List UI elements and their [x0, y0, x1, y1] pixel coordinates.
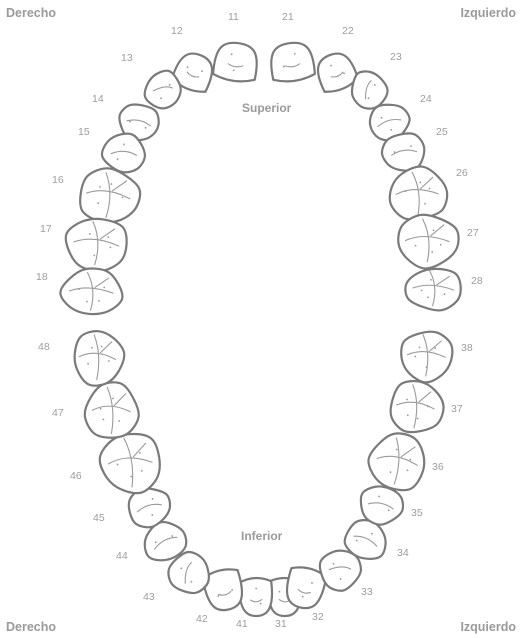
- tooth-number-16: 16: [52, 174, 64, 186]
- tooth-number-35: 35: [411, 507, 423, 519]
- tooth-number-27: 27: [467, 227, 479, 239]
- tooth-48[interactable]: [75, 331, 125, 386]
- tooth-number-34: 34: [397, 547, 409, 559]
- tooth-number-36: 36: [432, 461, 444, 473]
- tooth-number-11: 11: [228, 11, 239, 23]
- upper-arch-label: Superior: [242, 101, 291, 115]
- lower-arch-label: Inferior: [241, 529, 282, 543]
- tooth-number-13: 13: [121, 52, 133, 64]
- tooth-number-45: 45: [93, 512, 105, 524]
- tooth-number-18: 18: [36, 271, 48, 283]
- tooth-number-37: 37: [451, 403, 463, 415]
- tooth-number-38: 38: [461, 342, 473, 354]
- tooth-38[interactable]: [401, 332, 452, 383]
- tooth-number-21: 21: [282, 11, 294, 23]
- tooth-number-33: 33: [361, 586, 373, 598]
- tooth-number-23: 23: [390, 51, 402, 63]
- tooth-16[interactable]: [79, 167, 142, 225]
- tooth-number-15: 15: [78, 126, 90, 138]
- tooth-number-17: 17: [40, 223, 52, 235]
- tooth-number-28: 28: [471, 275, 483, 287]
- tooth-21[interactable]: [268, 40, 315, 84]
- tooth-46[interactable]: [97, 431, 162, 496]
- tooth-number-24: 24: [420, 93, 432, 105]
- tooth-number-47: 47: [52, 407, 64, 419]
- tooth-27[interactable]: [397, 214, 459, 270]
- tooth-number-22: 22: [342, 25, 354, 37]
- tooth-36[interactable]: [366, 430, 427, 492]
- tooth-number-41: 41: [236, 618, 248, 630]
- tooth-number-14: 14: [92, 93, 104, 105]
- tooth-number-48: 48: [38, 341, 50, 353]
- tooth-18[interactable]: [60, 269, 122, 315]
- tooth-number-32: 32: [312, 611, 324, 623]
- tooth-number-43: 43: [143, 591, 155, 603]
- tooth-number-12: 12: [171, 25, 183, 37]
- tooth-11[interactable]: [212, 40, 259, 84]
- tooth-number-46: 46: [70, 470, 82, 482]
- tooth-37[interactable]: [390, 380, 445, 433]
- tooth-number-44: 44: [116, 550, 128, 562]
- tooth-number-26: 26: [456, 167, 468, 179]
- tooth-47[interactable]: [84, 381, 140, 438]
- tooth-41[interactable]: [239, 577, 274, 617]
- tooth-number-42: 42: [196, 613, 208, 625]
- tooth-number-25: 25: [436, 126, 448, 138]
- tooth-28[interactable]: [405, 269, 460, 311]
- tooth-17[interactable]: [65, 218, 128, 272]
- tooth-26[interactable]: [388, 165, 449, 221]
- tooth-number-31: 31: [275, 618, 287, 630]
